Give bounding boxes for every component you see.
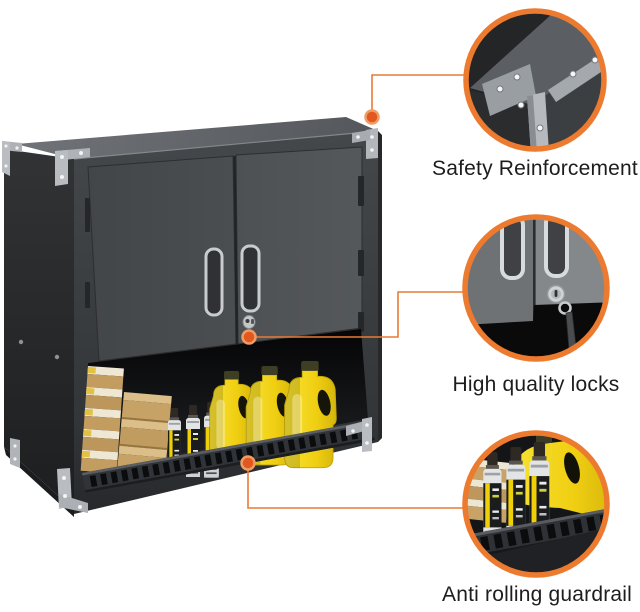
dot-safety-reinforcement [364, 109, 380, 125]
label-safety-reinforcement: Safety Reinforcement [432, 157, 638, 180]
callout-ring-3 [462, 430, 610, 578]
guardrail-slots [89, 425, 369, 487]
guardrail-slot [573, 518, 583, 534]
guardrail-slot [266, 442, 275, 455]
door-lock [242, 315, 256, 329]
right-door-handle [240, 244, 261, 313]
guardrail-slot [546, 523, 557, 539]
guardrail-slot [493, 533, 504, 549]
guardrail-slot [214, 452, 223, 465]
label-anti-rolling-guardrail: Anti rolling guardrail [442, 583, 632, 606]
callout-dots [240, 109, 380, 471]
guardrail-slot [89, 475, 98, 487]
guardrail-slot [559, 521, 570, 537]
guardrail-slot [152, 463, 160, 476]
bracket-top-right [352, 128, 378, 159]
callout-ring-2 [462, 214, 610, 362]
guardrail-slot [173, 459, 181, 472]
guardrail-slot [287, 439, 296, 451]
cabinet-illustration [2, 117, 382, 517]
guardrail-slot [533, 526, 544, 542]
guardrail-slot [586, 516, 597, 532]
callout-circle-high-quality-locks [462, 214, 610, 362]
door-gap [233, 155, 239, 345]
bracket-top-left [2, 141, 90, 186]
guardrail-slot [235, 448, 244, 461]
dot-anti-rolling-guardrail [240, 455, 256, 471]
guardrail-slot [183, 458, 192, 470]
callout-ring-1 [463, 8, 607, 152]
guardrail-slot [298, 437, 306, 450]
connector-high-quality-locks [251, 291, 463, 338]
guardrail-slot [162, 461, 171, 474]
guardrail-slot [277, 441, 286, 453]
guardrail-slot [339, 429, 348, 442]
callout-circle-anti-rolling-guardrail [462, 430, 623, 578]
callout-connectors [247, 74, 464, 509]
corner-brackets [2, 128, 378, 513]
guardrail-slot [120, 469, 129, 482]
cabinet-top-panel [16, 117, 378, 160]
door-hinges [85, 176, 364, 332]
side-screw-holes [18, 339, 60, 360]
cabinet-bottom-edge [4, 447, 74, 517]
guardrail-slot [319, 433, 327, 446]
guardrail-slot [110, 471, 119, 484]
stacked-thin-boxes [80, 366, 124, 474]
callout-circle-safety-reinforcement [463, 8, 607, 152]
guardrail-slot [308, 435, 317, 448]
guardrail-slot [519, 528, 530, 544]
cabinet-left-panel [4, 149, 74, 510]
guardrail-slot [193, 456, 202, 469]
guardrail [82, 420, 375, 493]
guardrail-slot [204, 454, 213, 467]
guardrail-slot [225, 450, 233, 463]
bracket-bottom-right [346, 417, 372, 452]
guardrail-slot [100, 473, 108, 486]
dot-high-quality-locks [241, 329, 257, 345]
cabinet-right-edge [378, 131, 382, 442]
bracket-bottom-left [10, 438, 88, 513]
top-front-edge [73, 130, 379, 160]
guardrail-slot [329, 431, 338, 444]
connector-safety-reinforcement [371, 74, 464, 115]
guardrail-slot [141, 465, 150, 478]
guardrail-slot [506, 531, 517, 547]
guardrail-slot [613, 511, 623, 526]
guardrail-slot [131, 467, 140, 480]
left-door-handle [204, 247, 224, 317]
label-high-quality-locks: High quality locks [452, 373, 620, 396]
connector-anti-rolling-guardrail [247, 464, 463, 509]
guardrail-slot [256, 444, 265, 457]
